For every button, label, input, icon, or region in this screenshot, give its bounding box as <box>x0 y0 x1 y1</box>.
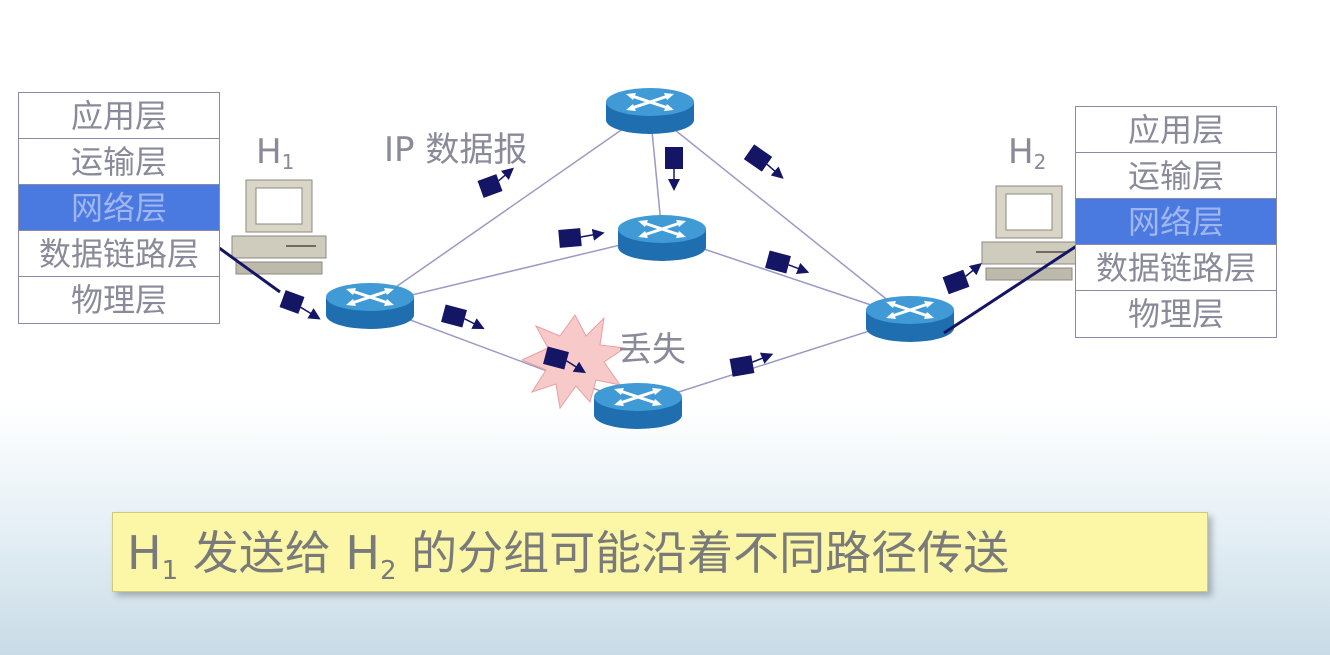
router-middle <box>616 213 708 263</box>
layer-application: 应用层 <box>1076 107 1276 153</box>
router-left <box>324 281 416 331</box>
host-h2-computer <box>981 185 1077 281</box>
packets <box>279 144 982 377</box>
host-h2-letter: H <box>1008 132 1034 172</box>
host-h2-subscript: 2 <box>1033 150 1047 174</box>
caption-h2: H <box>345 526 380 580</box>
host-h1-computer <box>231 179 327 275</box>
layer-data-link: 数据链路层 <box>19 231 219 277</box>
host-h1-subscript: 1 <box>281 150 295 174</box>
layer-transport: 运输层 <box>1076 153 1276 199</box>
caption-box: H1 发送给 H2 的分组可能沿着不同路径传送 <box>112 512 1208 592</box>
layer-physical: 物理层 <box>1127 295 1224 333</box>
packet <box>942 263 982 295</box>
layer-transport: 运输层 <box>19 139 219 185</box>
layer-network: 网络层 <box>1076 199 1276 245</box>
packet <box>477 167 514 198</box>
host-h1-label: H1 <box>256 132 294 174</box>
layer-data-link: 数据链路层 <box>1076 245 1276 291</box>
caption-mid: 发送给 <box>178 526 346 580</box>
host-h2-label: H2 <box>1008 132 1046 174</box>
packet <box>765 250 810 275</box>
lost-label: 丢失 <box>618 330 686 370</box>
host-h1-letter: H <box>256 132 282 172</box>
packet <box>743 144 784 179</box>
links <box>369 109 911 406</box>
packet <box>558 228 605 248</box>
router-bottom <box>592 381 684 431</box>
router-right <box>864 294 956 344</box>
caption-rest: 的分组可能沿着不同路径传送 <box>396 526 1010 580</box>
caption-h1: H <box>127 526 162 580</box>
left-protocol-stack: 应用层 运输层 网络层 数据链路层 物理层 <box>18 92 220 324</box>
packet-lost <box>543 346 586 374</box>
ip-datagram-label: IP 数据报 <box>384 130 528 170</box>
layer-application: 应用层 <box>19 93 219 139</box>
caption-h2-subscript: 2 <box>379 556 397 586</box>
packet <box>729 352 774 377</box>
layer-physical: 物理层 <box>70 281 167 319</box>
router-top <box>604 86 696 136</box>
right-protocol-stack: 应用层 运输层 网络层 数据链路层 物理层 <box>1075 106 1277 338</box>
packet <box>441 304 485 329</box>
caption-h1-subscript: 1 <box>161 556 179 586</box>
layer-network: 网络层 <box>19 185 219 231</box>
packet <box>279 290 321 320</box>
packet <box>665 147 683 191</box>
